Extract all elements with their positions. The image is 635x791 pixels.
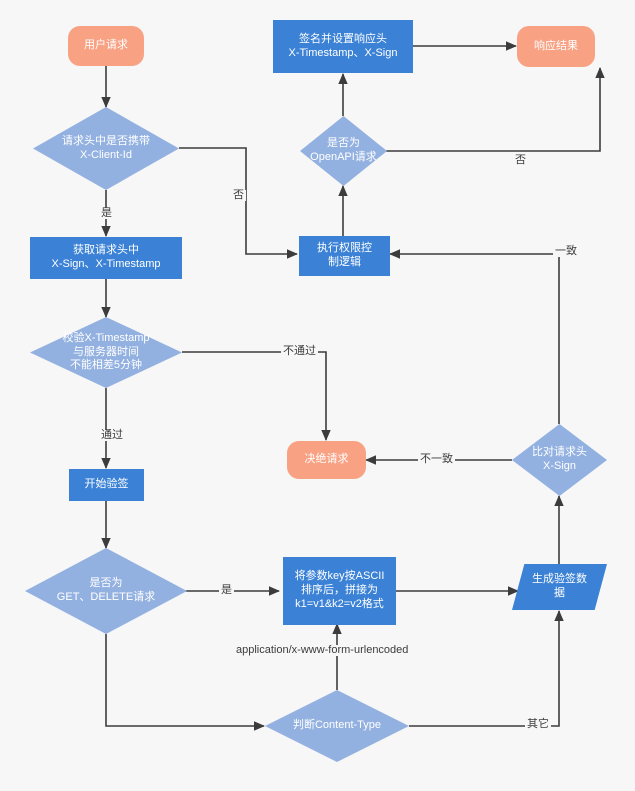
edge-compare-match-to-auth xyxy=(389,249,560,424)
node-has-client-id-label: 请求头中是否携带 X-Client-Id xyxy=(62,134,150,161)
node-auth-logic[interactable]: 执行权限控 制逻辑 xyxy=(299,236,390,276)
diamond-shape-has-client-id xyxy=(33,107,179,190)
node-get-headers-label: 获取请求头中 X-Sign、X-Timestamp xyxy=(51,244,161,270)
node-auth-logic-label: 执行权限控 制逻辑 xyxy=(317,242,372,268)
node-reject-request[interactable]: 决绝请求 xyxy=(287,441,366,479)
edge-label-yes-get-delete: 是 xyxy=(219,584,234,596)
edge-client-id-no-to-auth xyxy=(179,147,298,259)
edge-label-timestamp-fail: 不通过 xyxy=(281,345,318,357)
node-check-timestamp[interactable]: 校验X-Timestamp 与服务器时间 不能相差5分钟 xyxy=(30,317,182,388)
diamond-shape-is-get-delete xyxy=(25,548,187,634)
node-compare-sign[interactable]: 比对请求头 X-Sign xyxy=(512,424,607,496)
edge-label-no-openapi: 否 xyxy=(513,154,528,166)
edge-timestamp-fail-to-reject xyxy=(182,351,331,441)
diamond-shape-compare-sign xyxy=(512,424,607,496)
edge-label-sign-mismatch: 不一致 xyxy=(418,453,455,465)
node-reject-request-label: 决绝请求 xyxy=(304,453,349,466)
edge-get-delete-no-to-content-type xyxy=(105,634,265,731)
node-has-client-id[interactable]: 请求头中是否携带 X-Client-Id xyxy=(33,107,179,190)
node-user-request[interactable]: 用户请求 xyxy=(68,26,144,66)
node-get-headers[interactable]: 获取请求头中 X-Sign、X-Timestamp xyxy=(30,237,182,279)
node-response-result[interactable]: 响应结果 xyxy=(517,26,595,67)
edge-label-yes-client-id: 是 xyxy=(99,207,114,219)
edge-openapi-no-to-response xyxy=(386,67,605,152)
node-gen-sign-data-label: 生成验签数 据 xyxy=(532,573,587,599)
node-start-verify[interactable]: 开始验签 xyxy=(69,469,144,501)
edge-label-no-client-id: 否 xyxy=(231,189,246,201)
node-response-result-label: 响应结果 xyxy=(534,39,578,52)
diamond-shape-check-timestamp xyxy=(30,317,182,388)
edge-label-other: 其它 xyxy=(525,718,551,730)
node-is-get-delete[interactable]: 是否为 GET、DELETE请求 xyxy=(25,548,187,634)
node-sort-params[interactable]: 将参数key按ASCII 排序后，拼接为 k1=v1&k2=v2格式 xyxy=(283,557,396,625)
node-is-openapi[interactable]: 是否为 OpenAPI请求 xyxy=(300,116,387,186)
node-judge-content-type-label: 判断Content-Type xyxy=(292,719,382,732)
node-judge-content-type[interactable]: 判断Content-Type xyxy=(265,690,409,762)
edge-label-timestamp-pass: 通过 xyxy=(99,429,125,441)
edge-content-type-other-to-gen-sign xyxy=(409,610,564,727)
node-is-openapi-label: 是否为 OpenAPI请求 xyxy=(310,137,377,163)
node-gen-sign-data[interactable]: 生成验签数 据 xyxy=(512,564,607,610)
edge-label-urlencoded: application/x-www-form-urlencoded xyxy=(234,644,411,656)
node-sign-and-set-header-label: 签名并设置响应头 X-Timestamp、X-Sign xyxy=(288,32,398,59)
diamond-shape-is-openapi xyxy=(300,116,387,186)
edge-label-sign-match: 一致 xyxy=(553,245,579,257)
node-sort-params-label: 将参数key按ASCII 排序后，拼接为 k1=v1&k2=v2格式 xyxy=(294,570,385,610)
node-sign-and-set-header[interactable]: 签名并设置响应头 X-Timestamp、X-Sign xyxy=(273,20,413,73)
node-user-request-label: 用户请求 xyxy=(84,39,128,52)
node-start-verify-label: 开始验签 xyxy=(84,478,129,491)
diamond-shape-judge-content-type xyxy=(265,690,409,762)
node-compare-sign-label: 比对请求头 X-Sign xyxy=(532,446,587,472)
node-check-timestamp-label: 校验X-Timestamp 与服务器时间 不能相差5分钟 xyxy=(62,331,150,372)
node-is-get-delete-label: 是否为 GET、DELETE请求 xyxy=(56,577,156,603)
